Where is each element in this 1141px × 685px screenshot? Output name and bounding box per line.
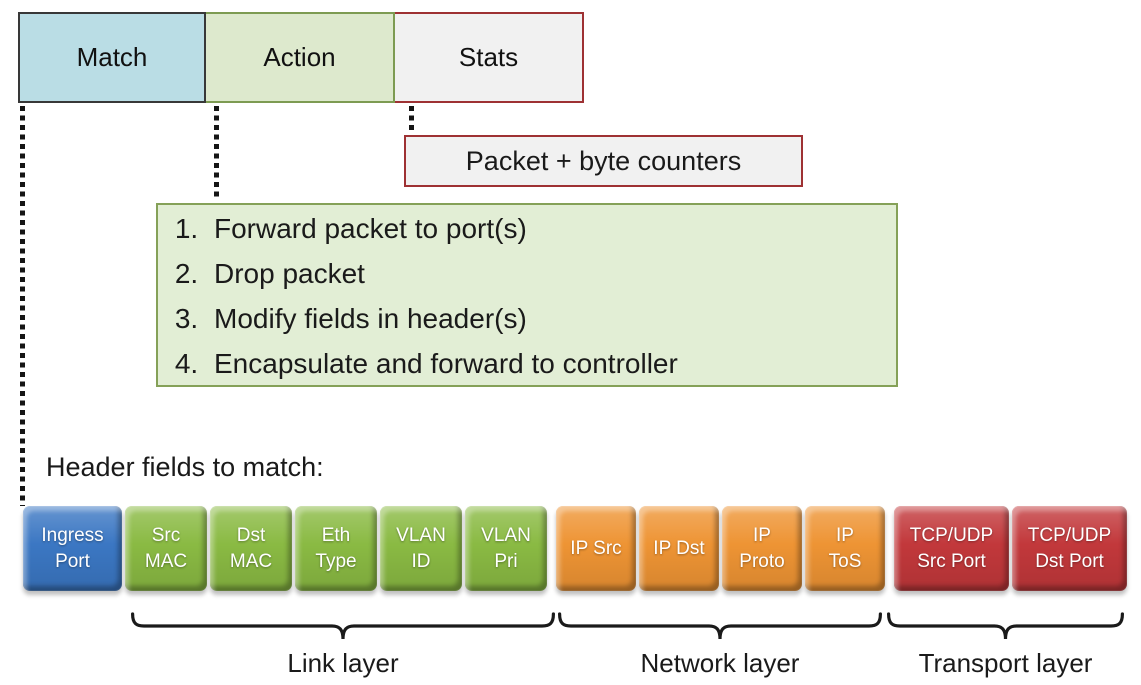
field-line: Src Port xyxy=(917,550,986,572)
header-fields-row: Ingress Port Src MAC Dst MAC Eth Type VL… xyxy=(23,506,1127,591)
field-dst-mac: Dst MAC xyxy=(210,506,292,591)
action-list-box: Forward packet to port(s) Drop packet Mo… xyxy=(156,203,898,387)
field-line: Proto xyxy=(739,550,785,572)
stats-box: Stats xyxy=(393,12,584,103)
match-box: Match xyxy=(18,12,206,103)
action-item-1: Forward packet to port(s) xyxy=(206,206,896,251)
field-tcp-udp-dst-port: TCP/UDP Dst Port xyxy=(1012,506,1127,591)
field-line: VLAN xyxy=(396,525,446,547)
packet-byte-counters-box: Packet + byte counters xyxy=(404,135,803,187)
field-line: Port xyxy=(55,550,90,572)
packet-byte-counters-label: Packet + byte counters xyxy=(465,145,742,176)
transport-layer-label: Transport layer xyxy=(918,648,1093,678)
action-label: Action xyxy=(263,42,336,72)
action-item-3: Modify fields in header(s) xyxy=(206,296,896,341)
network-layer-brace xyxy=(558,612,882,640)
field-src-mac: Src MAC xyxy=(125,506,207,591)
field-ip-src: IP Src xyxy=(556,506,636,591)
field-line: IP Src xyxy=(570,537,622,559)
field-ingress-port: Ingress Port xyxy=(23,506,122,591)
field-vlan-pri: VLAN Pri xyxy=(465,506,547,591)
field-line: IP xyxy=(753,525,771,547)
action-connector-dotted-line xyxy=(214,106,219,201)
network-layer-label: Network layer xyxy=(640,648,800,678)
field-line: Ingress xyxy=(41,525,104,547)
field-line: IP Dst xyxy=(653,537,705,559)
field-line: MAC xyxy=(144,550,188,572)
field-line: ToS xyxy=(828,550,862,572)
field-vlan-id: VLAN ID xyxy=(380,506,462,591)
stats-connector-dotted-line xyxy=(409,106,414,133)
header-fields-title: Header fields to match: xyxy=(46,452,324,482)
stats-label: Stats xyxy=(458,42,519,72)
field-tcp-udp-src-port: TCP/UDP Src Port xyxy=(894,506,1009,591)
action-box: Action xyxy=(204,12,395,103)
action-list: Forward packet to port(s) Drop packet Mo… xyxy=(158,206,896,386)
field-line: Dst Port xyxy=(1035,550,1104,572)
field-ip-tos: IP ToS xyxy=(805,506,885,591)
field-line: TCP/UDP xyxy=(1027,525,1112,547)
field-line: MAC xyxy=(229,550,273,572)
field-line: Src xyxy=(151,525,181,547)
link-layer-label: Link layer xyxy=(287,648,399,678)
field-line: IP xyxy=(836,525,854,547)
field-line: Dst xyxy=(236,525,266,547)
transport-layer-brace xyxy=(887,612,1124,640)
field-line: Eth xyxy=(321,525,351,547)
match-label: Match xyxy=(76,42,148,72)
field-ip-proto: IP Proto xyxy=(722,506,802,591)
match-connector-dotted-line xyxy=(20,106,25,506)
field-line: VLAN xyxy=(481,525,531,547)
field-line: TCP/UDP xyxy=(909,525,994,547)
field-eth-type: Eth Type xyxy=(295,506,377,591)
field-line: Pri xyxy=(494,550,518,572)
action-item-4: Encapsulate and forward to controller xyxy=(206,341,896,386)
link-layer-brace xyxy=(131,612,555,640)
field-ip-dst: IP Dst xyxy=(639,506,719,591)
field-line: Type xyxy=(315,550,357,572)
action-item-2: Drop packet xyxy=(206,251,896,296)
field-line: ID xyxy=(411,550,431,572)
